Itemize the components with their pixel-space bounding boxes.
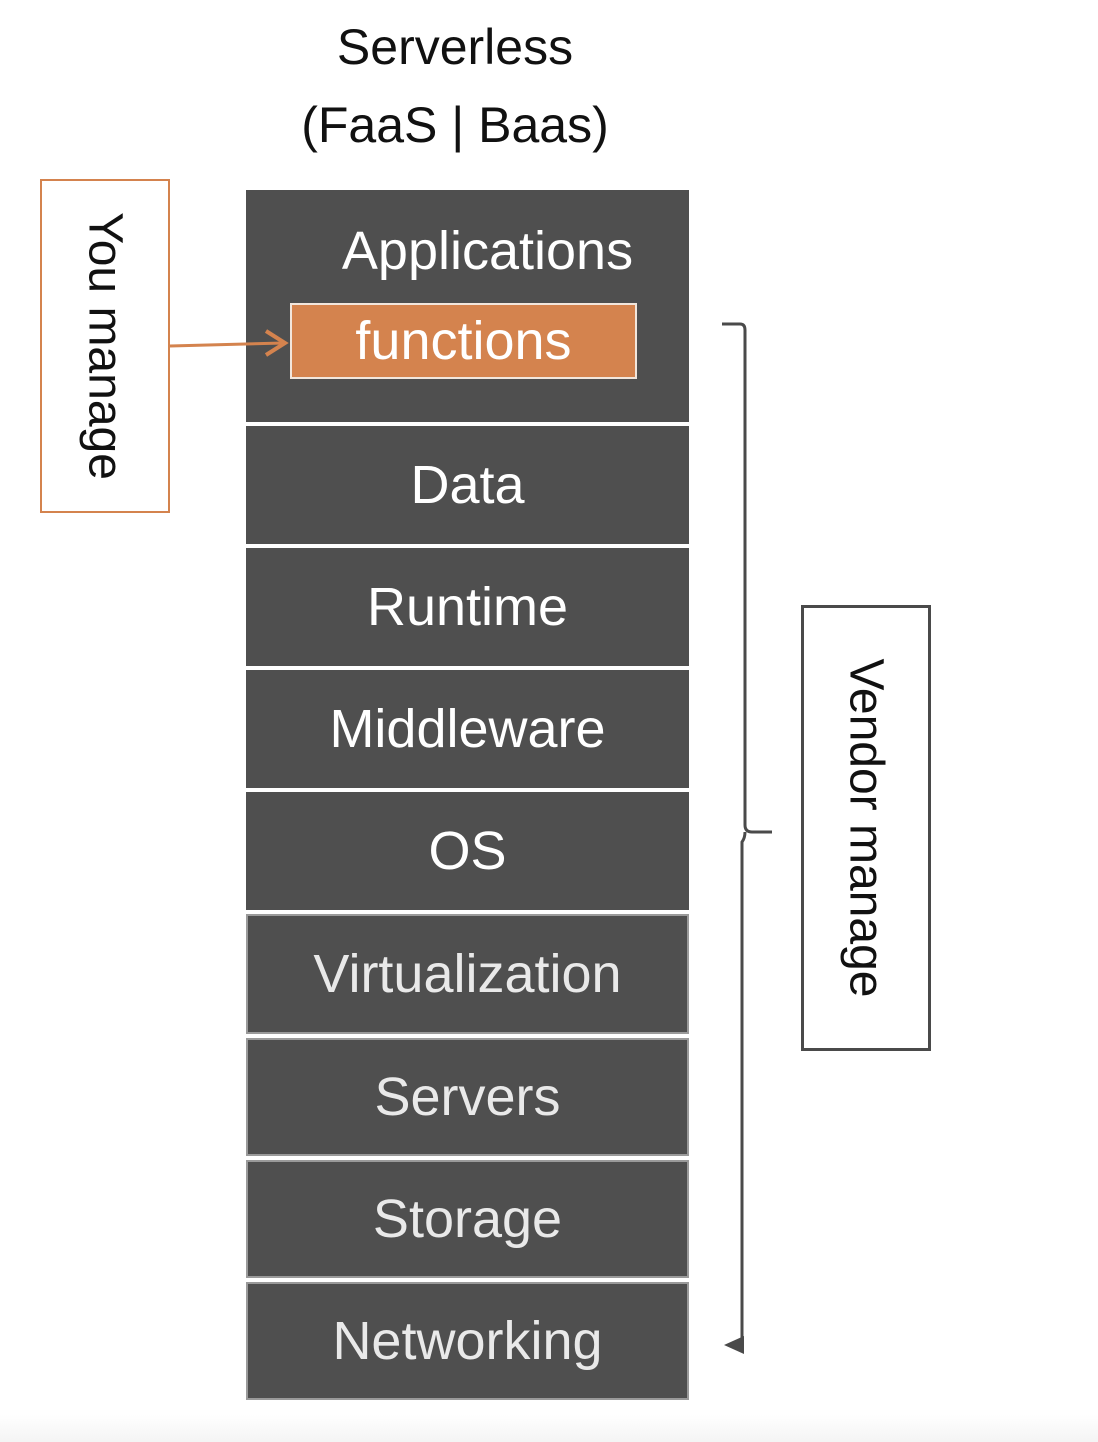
layer-label: Virtualization [313, 944, 622, 1004]
functions-label: functions [355, 311, 572, 371]
layer-label: Data [410, 455, 525, 515]
layer-label: Servers [374, 1067, 561, 1127]
layer-label: Storage [372, 1189, 563, 1249]
layer-servers: Servers [246, 1038, 689, 1156]
layer-label: Networking [332, 1311, 603, 1371]
layer-label: Runtime [366, 577, 569, 637]
vendor-bracket-arrowhead-icon [724, 1336, 744, 1354]
vendor-manage-label: Vendor manage [839, 658, 893, 998]
layer-os: OS [246, 792, 689, 910]
diagram-subtitle: (FaaS | Baas) [301, 97, 609, 153]
diagram-title: Serverless [336, 19, 574, 75]
you-manage-box: You manage [40, 179, 170, 513]
layer-runtime: Runtime [246, 548, 689, 666]
layer-storage: Storage [246, 1160, 689, 1278]
layer-label: Applications [341, 221, 634, 281]
vendor-manage-box: Vendor manage [801, 605, 931, 1051]
layer-networking: Networking [246, 1282, 689, 1400]
layer-data: Data [246, 426, 689, 544]
you-manage-arrow-icon [169, 329, 289, 357]
layer-middleware: Middleware [246, 670, 689, 788]
layer-label: Middleware [329, 699, 606, 759]
layer-label: OS [428, 821, 507, 881]
bottom-edge [0, 1415, 1098, 1442]
layer-virtualization: Virtualization [246, 914, 689, 1034]
functions-highlight: functions [290, 303, 637, 379]
vendor-bracket-icon [722, 322, 772, 1340]
